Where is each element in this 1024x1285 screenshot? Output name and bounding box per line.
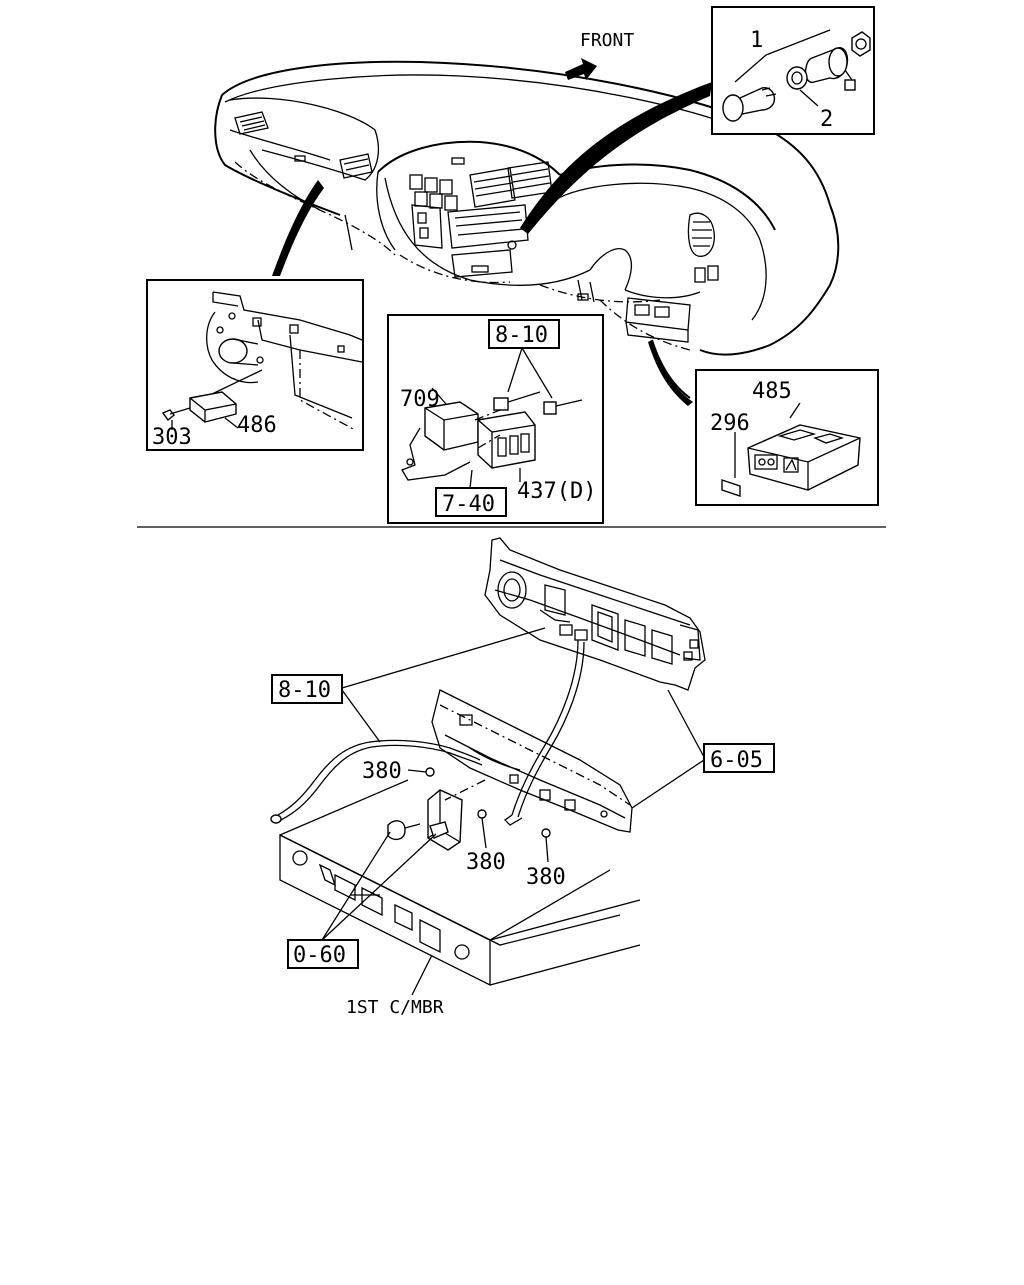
part-486-label: 486 <box>237 413 277 438</box>
callout-pointer-left <box>272 180 324 276</box>
module-486-detail-box <box>146 279 364 451</box>
part-380-c-label: 380 <box>526 865 566 890</box>
part-2-label: 2 <box>820 107 833 132</box>
ref-box-6-05 <box>703 743 775 773</box>
first-cross-member-label: 1ST C/MBR <box>346 997 444 1018</box>
part-437d-label: 437(D) <box>517 479 596 504</box>
part-1-label: 1 <box>750 28 763 53</box>
callout-pointer-right <box>651 339 691 399</box>
relay-709-detail-box <box>387 314 604 524</box>
part-380-b-label: 380 <box>466 850 506 875</box>
instrument-panel-drawing <box>214 60 840 356</box>
harness-routing-drawing <box>270 537 706 987</box>
part-380-a-label: 380 <box>362 759 402 784</box>
ref-7-40-label: 7-40 <box>442 492 495 517</box>
ref-6-05-label: 6-05 <box>710 748 763 773</box>
part-485-label: 485 <box>752 379 792 404</box>
ref-8-10-bottom-label: 8-10 <box>278 678 331 703</box>
ref-box-7-40 <box>435 487 507 517</box>
ref-0-60-label: 0-60 <box>293 943 346 968</box>
callout-pointer-top-right <box>520 82 712 234</box>
front-label: FRONT <box>580 30 634 51</box>
ref-box-8-10-bottom <box>271 674 343 704</box>
cigar-lighter-detail-box <box>711 6 875 135</box>
part-296-label: 296 <box>710 411 750 436</box>
part-709-label: 709 <box>400 387 440 412</box>
ref-box-0-60 <box>287 939 359 969</box>
part-303-label: 303 <box>152 425 192 450</box>
ref-8-10-top-label: 8-10 <box>495 323 548 348</box>
ref-box-8-10-top <box>488 319 560 349</box>
module-485-detail-box <box>695 369 879 506</box>
front-arrow <box>565 58 597 80</box>
